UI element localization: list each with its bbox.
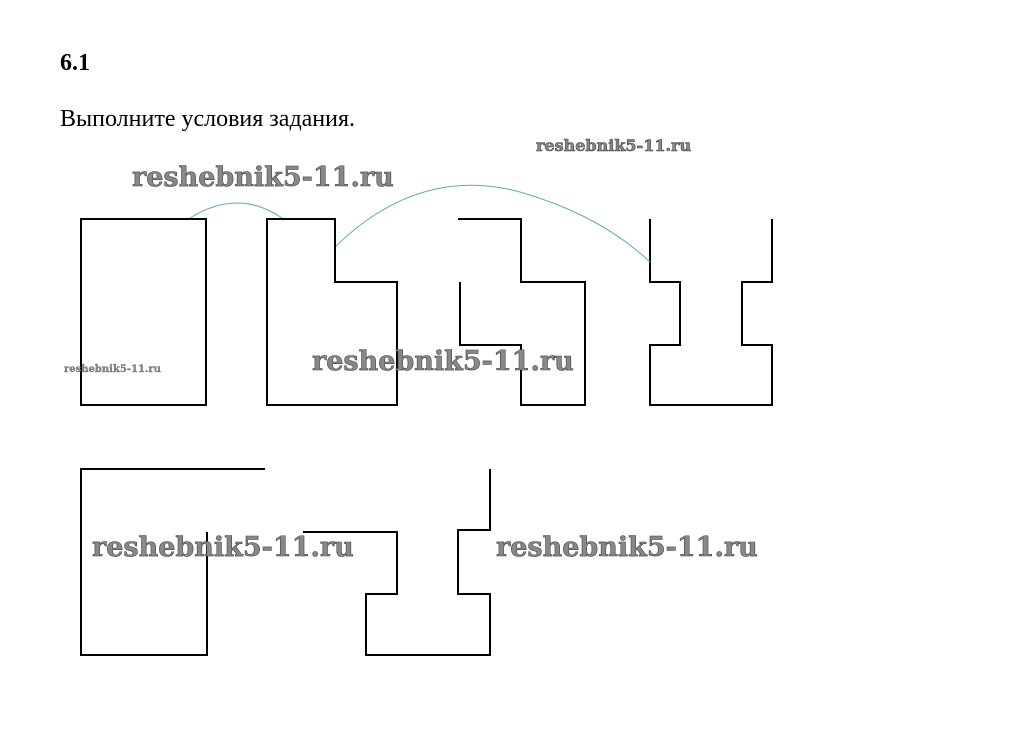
watermark: reshebnik5-11.ru xyxy=(312,346,574,378)
shape-big-l-figure xyxy=(80,468,265,656)
exercise-number: 6.1 xyxy=(60,50,90,76)
connector-arc-small xyxy=(189,202,283,219)
connector-arc-large xyxy=(335,184,651,263)
shape-i-figure xyxy=(649,219,773,406)
shape-step-figure xyxy=(458,218,586,406)
watermark: reshebnik5-11.ru xyxy=(496,532,758,564)
shape-l-figure xyxy=(266,218,398,406)
shape-rectangle xyxy=(80,218,207,406)
watermark: reshebnik5-11.ru xyxy=(92,532,354,564)
watermark: reshebnik5-11.ru xyxy=(536,136,692,156)
watermark: reshebnik5-11.ru xyxy=(64,364,161,375)
task-instruction: Выполните условия задания. xyxy=(60,106,356,132)
shape-t-figure xyxy=(303,469,491,656)
watermark: reshebnik5-11.ru xyxy=(132,162,394,194)
